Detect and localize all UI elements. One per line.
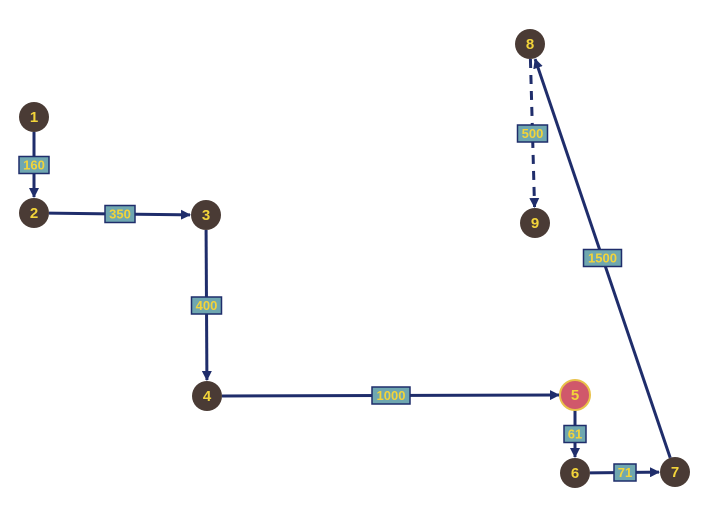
edge-label-box <box>190 296 223 315</box>
node-label: 6 <box>571 465 579 482</box>
node-label: 3 <box>202 207 210 224</box>
edge-label: 400 <box>196 298 218 313</box>
edge-4-5: 1000 <box>221 386 561 405</box>
edge-label: 61 <box>568 426 582 441</box>
node-label: 8 <box>526 36 534 53</box>
node-circle <box>19 198 49 228</box>
node-9: 9 <box>520 208 550 238</box>
node-label: 2 <box>30 205 38 222</box>
edge-label: 1500 <box>588 250 617 265</box>
node-1: 1 <box>19 102 49 132</box>
node-label: 4 <box>203 388 212 405</box>
node-circle <box>192 381 222 411</box>
node-label: 7 <box>671 464 679 481</box>
edge-2-3: 350 <box>48 204 192 224</box>
node-5: 5 <box>559 379 591 411</box>
edge-label-box <box>582 248 623 268</box>
edge-label: 71 <box>618 465 632 480</box>
node-circle <box>520 208 550 238</box>
node-label: 9 <box>531 215 539 232</box>
edge-1-2: 160 <box>18 132 50 198</box>
edge-label: 160 <box>23 157 45 172</box>
edge-label-box <box>104 204 136 224</box>
node-label: 1 <box>30 109 38 126</box>
edge-label-box <box>613 463 637 482</box>
node-4: 4 <box>192 381 222 411</box>
node-circle <box>191 200 221 230</box>
edge-label-box <box>18 155 50 175</box>
node-2: 2 <box>19 198 49 228</box>
node-circle <box>560 458 590 488</box>
edge-label-box <box>516 124 549 143</box>
node-circle <box>19 102 49 132</box>
node-7: 7 <box>660 457 690 487</box>
edge-3-4: 400 <box>190 229 223 382</box>
node-3: 3 <box>191 200 221 230</box>
edge-6-7: 71 <box>589 463 661 482</box>
edge-label-box <box>371 386 411 405</box>
edge-label: 500 <box>522 126 544 141</box>
node-label: 5 <box>571 387 579 404</box>
node-circle <box>515 29 545 59</box>
node-circle <box>660 457 690 487</box>
edge-8-9: 500 <box>516 58 549 209</box>
node-8: 8 <box>515 29 545 59</box>
nodes-layer: 1 2 3 4 5 6 7 8 9 <box>19 29 690 488</box>
edge-5-6: 61 <box>563 410 587 458</box>
edge-line <box>528 58 540 209</box>
node-circle <box>559 379 591 411</box>
edge-label-box <box>563 424 587 444</box>
node-6: 6 <box>560 458 590 488</box>
edge-7-8: 1500 <box>533 58 672 459</box>
edge-label: 1000 <box>377 388 406 403</box>
edge-label: 350 <box>109 206 131 221</box>
